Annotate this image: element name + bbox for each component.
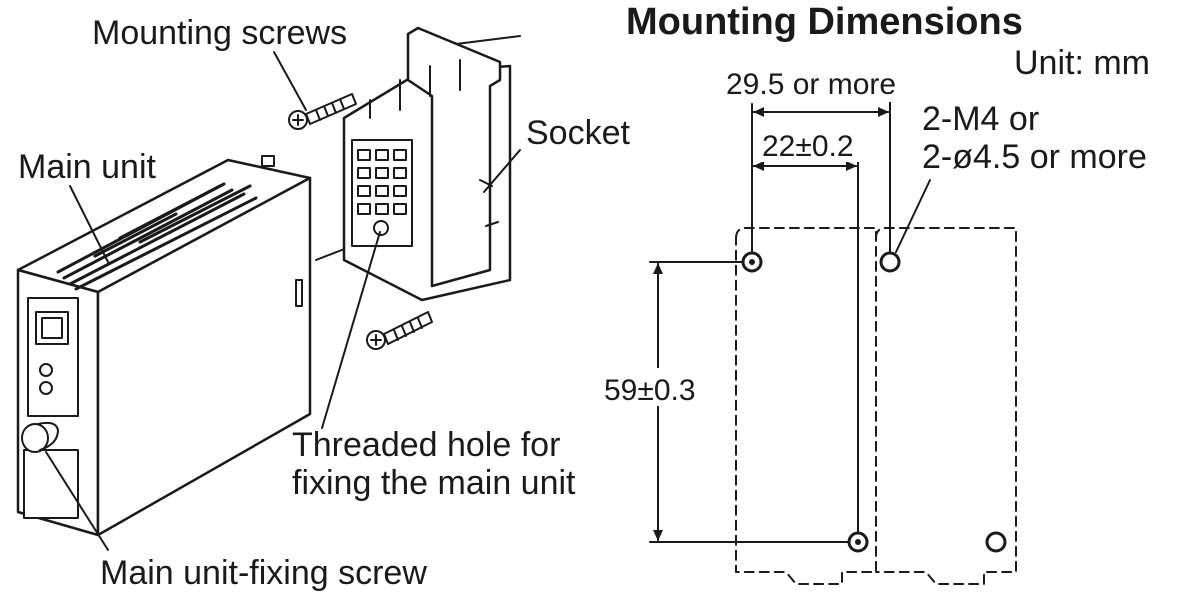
- extension-lines: [649, 91, 891, 543]
- dim-text-inner: 22±0.2: [762, 130, 854, 163]
- indicator-2: [39, 381, 53, 395]
- assembly-leaders: [45, 51, 521, 551]
- label-fixing-screw: Main unit-fixing screw: [100, 554, 427, 592]
- mounting-holes: [741, 251, 1007, 553]
- hole-spec-line1: 2-M4 or: [922, 100, 1039, 138]
- threaded-hole: [373, 220, 389, 236]
- fixing-screw-head: [21, 423, 49, 453]
- leader-mounting-screws: [273, 51, 307, 111]
- socket-ribs: [369, 59, 461, 119]
- indicator-1: [39, 363, 53, 377]
- outline-unit-left: [735, 227, 877, 585]
- label-threaded-hole-line1: Threaded hole for: [292, 426, 560, 464]
- label-mounting-screws: Mounting screws: [92, 14, 347, 52]
- side-slot: [295, 279, 303, 307]
- hole-top-right: [879, 251, 901, 273]
- mounting-screw-upper: [288, 93, 357, 130]
- label-threaded-hole-line2: fixing the main unit: [292, 464, 576, 502]
- dimensions-title: Mounting Dimensions: [626, 1, 1023, 43]
- socket-terminals: [357, 149, 407, 215]
- screw-lower-thread: [383, 311, 433, 345]
- hole-spec-line2: 2-ø4.5 or more: [922, 138, 1147, 176]
- hole-bottom-right: [985, 531, 1007, 553]
- rail-line-upper: [455, 35, 521, 45]
- leader-hole-spec: [895, 179, 931, 253]
- leader-threaded-hole: [321, 231, 381, 429]
- label-socket: Socket: [526, 114, 630, 152]
- mounting-screw-lower: [366, 311, 433, 350]
- display-inner: [41, 317, 63, 339]
- socket-drawing: [315, 26, 521, 302]
- leader-main-unit: [69, 185, 109, 263]
- unit-label: Unit: mm: [1014, 44, 1150, 82]
- label-main-unit: Main unit: [18, 148, 157, 186]
- main-unit-side-face: [96, 176, 312, 537]
- fixing-screw-shaft: [37, 421, 59, 451]
- assembly-illustration: Mounting screws Main unit Socket Threade…: [16, 14, 630, 592]
- leader-socket: [483, 149, 521, 193]
- dim-text-outer: 29.5 or more: [726, 68, 896, 101]
- leader-fixing-screw: [45, 451, 109, 551]
- vent-slots: [56, 182, 258, 291]
- outline-unit-right: [875, 227, 1017, 585]
- dim-text-height: 59±0.3: [604, 374, 696, 407]
- mounting-dimensions-drawing: Mounting Dimensions Unit: mm: [600, 1, 1150, 585]
- main-unit-drawing: [16, 155, 312, 537]
- top-small-tab: [261, 155, 275, 167]
